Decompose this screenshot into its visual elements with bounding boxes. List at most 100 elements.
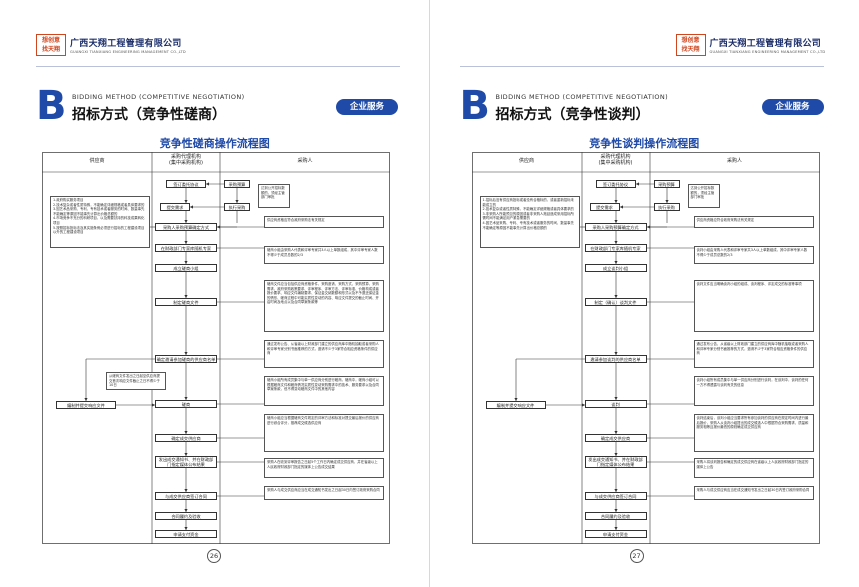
column-purchaser: 采购人 — [297, 158, 313, 164]
column-supplier: 供应商 — [518, 158, 534, 164]
section-badge: B — [459, 83, 491, 129]
note-r1: 供应商资格应符合政府采购法有关规定 — [693, 216, 814, 228]
arrow-head — [152, 403, 155, 407]
column-supplier: 供应商 — [89, 158, 105, 164]
arrow-head — [184, 261, 188, 264]
section-badge: B — [36, 83, 67, 129]
arrow-head — [613, 397, 618, 400]
node-team: 成立磋商小组 — [155, 264, 217, 272]
service-badge: 企业服务 — [336, 99, 398, 115]
company-logo: 想创意 找天翔 广西天翔工程管理有限公司 GUANGXI TIANXIANG E… — [36, 34, 186, 56]
arrow-head — [184, 241, 188, 244]
node-payment: 申请支付资金 — [155, 530, 217, 538]
arrow-head — [184, 295, 188, 298]
arrow-head — [613, 220, 618, 223]
arrow-head — [184, 397, 188, 400]
flowchart-frame — [42, 152, 390, 544]
node-determine: 确定成交供应商 — [155, 434, 217, 442]
subtitle-cn: 招标方式（竞争性磋商） — [72, 107, 226, 123]
node-invite: 确定邀请参加磋商的供应商名单 — [155, 355, 217, 363]
arrow-head — [646, 225, 650, 229]
service-badge: 企业服务 — [761, 99, 824, 115]
arrow-head — [619, 205, 623, 209]
arrow-head — [613, 352, 618, 355]
node-acceptance: 合同履约及验收 — [584, 512, 647, 520]
company-logo: 想创意 找天翔 广西天翔工程管理有限公司 GUANGXI TIANXIANG E… — [675, 34, 826, 56]
arrow-head — [184, 453, 188, 456]
flowchart-lines — [471, 152, 820, 544]
arrow-head — [513, 398, 518, 401]
arrow-head — [613, 261, 618, 264]
node-execute: 执行采购 — [224, 203, 250, 211]
node-contract: 与成交供应商签订合同 — [584, 492, 647, 500]
node-acceptance: 合同履约及验收 — [155, 512, 217, 520]
company-name-en: GUANGXI TIANXIANG ENGINEERING MANAGEMENT… — [70, 50, 186, 54]
note-r2: 磋商小组由采购人代表和评审专家共3人以上单数组成，其中评审专家人数不得少于成员总… — [264, 246, 384, 264]
company-name-en: GUANGXI TIANXIANG ENGINEERING MANAGEMENT… — [709, 50, 826, 54]
arrow-head — [184, 220, 188, 223]
note-scope: 1.政府购买服务项目 2.技术复杂或者性质特殊，不能确定详细规格或者具体要求的 … — [50, 196, 150, 248]
flowchart-lines — [42, 152, 390, 544]
subtitle-en: BIDDING METHOD (COMPETITIVE NEGOTIATION) — [495, 93, 669, 101]
node-contract: 与成交供应商签订合同 — [155, 492, 217, 500]
subtitle-en: BIDDING METHOD (COMPETITIVE NEGOTIATION) — [72, 93, 245, 101]
arrow-head — [613, 527, 618, 530]
logo-mark: 想创意 找天翔 — [675, 34, 706, 56]
arrow-head — [613, 431, 618, 434]
note-r7: 采购人在收到评审报告之日起5个工作日内确定成交供应商，并在省级以上人民政府财政部… — [264, 458, 384, 478]
subtitle-cn: 招标方式（竞争性谈判） — [495, 107, 650, 123]
arrow-head — [84, 398, 88, 401]
node-publish: 发出成交通知书、并在财政部门指定媒体公布结果 — [155, 456, 217, 468]
company-name-cn: 广西天翔工程管理有限公司 — [70, 39, 182, 49]
flow-title: 竞争性谈判操作流程图 — [589, 137, 700, 150]
column-agency: 采购代理机构 (集中采购机构) — [598, 154, 633, 166]
note-r4: 通过发布公告、从省级以上财政部门建立的供应商库中随机抽取或者采购人和评审专家分别… — [264, 340, 384, 368]
note-scope: 1.招标后没有供应商投标或者没有合格标的，或者重新招标未能成立的 2.技术复杂或… — [479, 196, 580, 248]
note-r4: 通过发布公告、从省级以上财政部门建立的供应商库中随机抽取或者采购人和评审专家分别… — [693, 340, 814, 368]
left-page: 想创意 找天翔 广西天翔工程管理有限公司 GUANGXI TIANXIANG E… — [36, 34, 400, 563]
page-number: 26 — [207, 549, 221, 563]
arrow-head — [184, 527, 188, 530]
arrow-head — [613, 509, 618, 512]
node-determine: 确定成交供应商 — [584, 434, 647, 442]
node-prepare: 采购人采购预算确定方式 — [584, 223, 647, 231]
note-r8: 采购人与成交供应商应当在成交通知书发出之日起30日内签订政府采购合同 — [693, 486, 814, 500]
node-sign: 签订委托协议 — [595, 180, 636, 188]
note-r6: 谈判结束后，谈判小组应当要求所有参加谈判的供应商在规定时间内进行最后报价，采购人… — [693, 414, 814, 452]
note-r5: 磋商小组所有成员集中与单一供应商分别进行磋商，磋商中，磋商小组可以根据磋商文件和… — [264, 376, 384, 406]
node-response: 编制并提交响应文件 — [56, 401, 116, 409]
node-prepare: 采购人采购预算确定方式 — [155, 223, 217, 231]
note-r7: 采购人将谈判报告和确定的成交供应商在省级以上人民政府财政部门指定的媒体上公告 — [693, 458, 814, 478]
arrow-head — [184, 509, 188, 512]
header-rule — [36, 66, 400, 67]
node-sign: 签订委托协议 — [166, 180, 206, 188]
company-name-cn: 广西天翔工程管理有限公司 — [709, 39, 822, 49]
node-invite: 邀请参加谈判的供应商名单 — [584, 355, 647, 363]
note-r1: 供应商资格应符合政府采购法有关规定 — [264, 216, 384, 228]
note-r6: 磋商小组应当根据磋商文件规定的评审方法和标准对提交最后报价的供应商进行综合评分，… — [264, 414, 384, 452]
node-submit: 提交需求 — [589, 203, 620, 211]
flowchart: 供应商采购代理机构 (集中采购机构)采购人签订委托协议采购预算提交需求执行采购达… — [42, 152, 390, 544]
node-doc: 制定（确认）谈判文件 — [584, 298, 647, 306]
node-procure: 采购预算 — [224, 180, 250, 188]
note-r5: 谈判小组所有成员集中与单一供应商分别进行谈判，在谈判中，谈判的任何一方不得透露与… — [693, 376, 814, 406]
node-team: 成立谈判小组 — [584, 264, 647, 272]
note-r3: 谈判文件应当明确谈判小组的组成、谈判程序、评定成交的标准等事项 — [693, 280, 814, 332]
arrow-head — [664, 200, 669, 203]
arrow-head — [613, 453, 618, 456]
arrow-head — [613, 241, 618, 244]
node-payment: 申请支付资金 — [584, 530, 647, 538]
node-panel-select: 在财政部门专家库随机专家 — [584, 244, 647, 252]
arrow-head — [217, 225, 220, 229]
flowchart-frame — [471, 152, 820, 544]
arrow-head — [206, 182, 209, 186]
node-negotiate: 磋商 — [155, 400, 217, 408]
flow-title: 竞争性磋商操作流程图 — [159, 137, 270, 150]
page-number: 27 — [629, 549, 644, 563]
flowchart: 供应商采购代理机构 (集中采购机构)采购人签订委托协议采购预算提交需求执行采购达… — [471, 152, 820, 544]
node-publish: 发出成交通知书、并在财政部门指定媒体公布结果 — [584, 456, 647, 468]
arrow-head — [190, 205, 193, 209]
arrow-head — [635, 182, 639, 186]
node-response: 编制并提交响应文件 — [485, 401, 546, 409]
node-submit: 提交需求 — [160, 203, 190, 211]
